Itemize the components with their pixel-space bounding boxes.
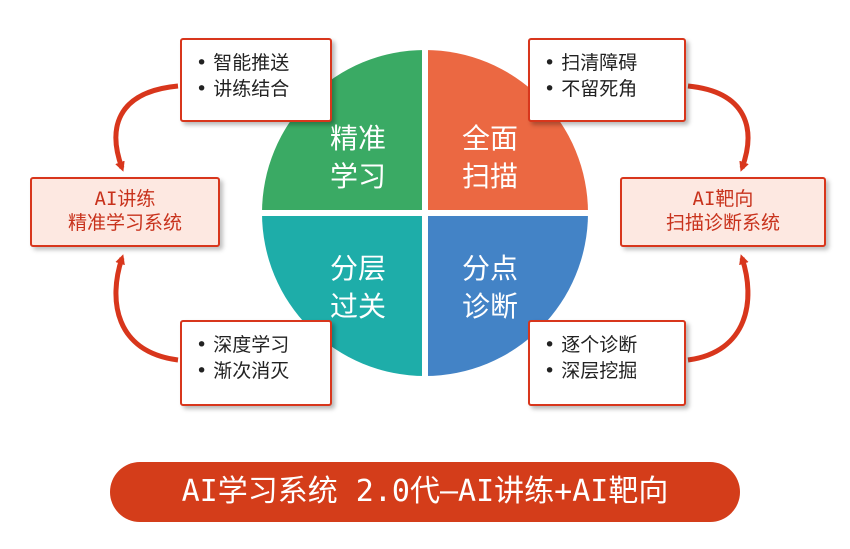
system-right-subtitle: 扫描诊断系统 <box>665 212 780 234</box>
feature-item: 扫清障碍 <box>544 50 684 76</box>
arrow-topleft-to-left-system <box>113 83 179 172</box>
feature-item: 讲练结合 <box>196 76 330 102</box>
feature-box-top-right: 扫清障碍 不留死角 <box>528 38 686 122</box>
banner-text: AI学习系统 2.0代—AI讲练+AI靶向 <box>181 474 669 509</box>
feature-item: 渐次消灭 <box>196 358 330 384</box>
quadrant-bottom-left-label-2: 过关 <box>330 290 386 323</box>
quadrant-top-left-label-1: 精准 <box>330 122 386 155</box>
quadrant-bottom-left-label-1: 分层 <box>330 252 386 285</box>
quadrant-top-right <box>425 50 588 213</box>
system-box-left: AI讲练 精准学习系统 <box>30 177 220 247</box>
feature-item: 深层挖掘 <box>544 358 684 384</box>
quadrant-top-left-label-2: 学习 <box>330 160 386 193</box>
quadrant-top-right-label-2: 扫描 <box>462 160 518 193</box>
feature-box-top-left: 智能推送 讲练结合 <box>180 38 332 122</box>
quadrant-top-left <box>262 50 425 213</box>
feature-box-bottom-right: 逐个诊断 深层挖掘 <box>528 320 686 406</box>
system-box-right: AI靶向 扫描诊断系统 <box>620 177 826 247</box>
arrow-bottomright-to-right-system <box>687 254 751 363</box>
system-left-title: AI讲练 <box>94 188 156 210</box>
quadrant-bottom-right-label-2: 诊断 <box>462 290 518 323</box>
feature-box-bottom-left: 深度学习 渐次消灭 <box>180 320 332 406</box>
feature-item: 逐个诊断 <box>544 332 684 358</box>
feature-item: 不留死角 <box>544 76 684 102</box>
arrow-topright-to-right-system <box>687 83 751 172</box>
system-right-title: AI靶向 <box>692 188 754 210</box>
quadrant-bottom-left <box>262 213 425 376</box>
feature-item: 智能推送 <box>196 50 330 76</box>
feature-item: 深度学习 <box>196 332 330 358</box>
system-left-subtitle: 精准学习系统 <box>67 212 182 234</box>
quadrant-bottom-right <box>425 213 588 376</box>
quadrant-top-right-label-1: 全面 <box>462 122 518 155</box>
title-banner: AI学习系统 2.0代—AI讲练+AI靶向 <box>110 462 740 522</box>
quadrant-bottom-right-label-1: 分点 <box>462 252 518 285</box>
arrow-bottomleft-to-left-system <box>113 254 179 363</box>
